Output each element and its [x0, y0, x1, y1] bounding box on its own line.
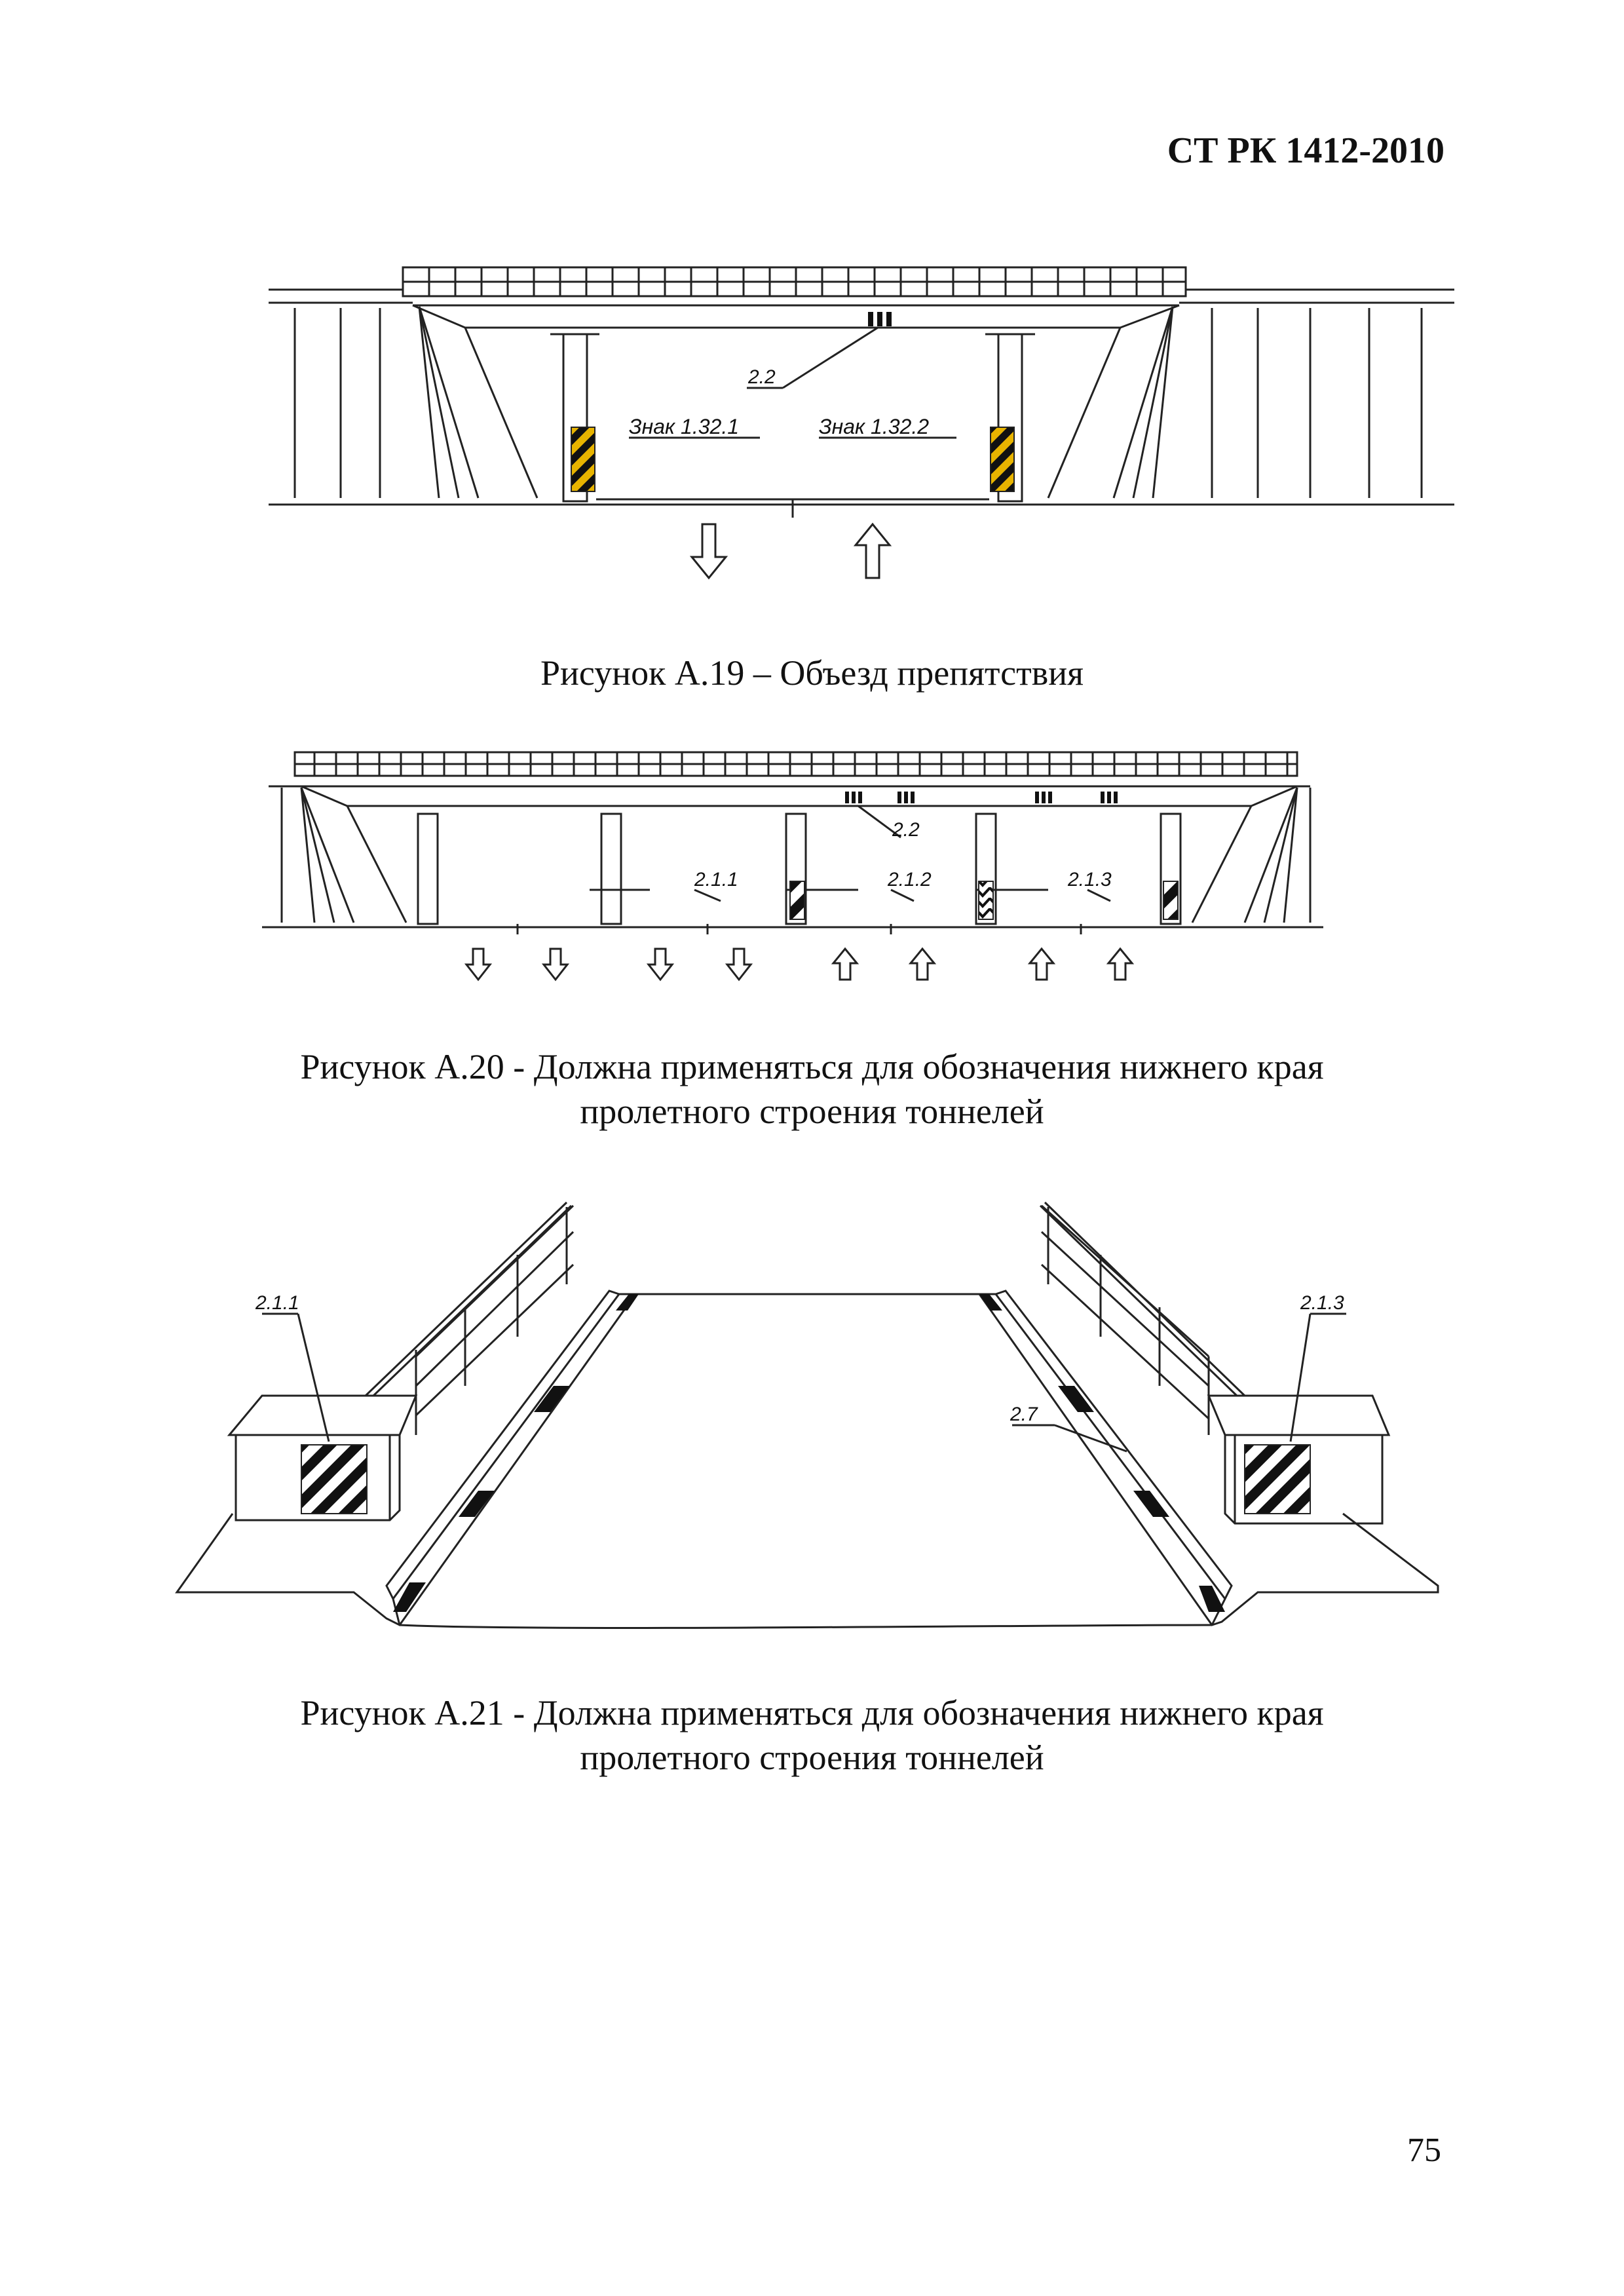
label-sign-1-32-1: Знак 1.32.1 — [629, 415, 739, 438]
figure-a20-caption-line1: Рисунок А.20 - Должна применяться для об… — [300, 1047, 1324, 1086]
label-2-7-fig21: 2.7 — [1010, 1404, 1038, 1425]
figure-a20-tunnel-drawing: 2.2 2.1.1 2.1.2 2.1.3 — [262, 751, 1323, 982]
figure-a21-caption-line1: Рисунок А.21 - Должна применяться для об… — [300, 1693, 1324, 1732]
figure-a21-perspective-drawing: 2.1.1 2.1.3 2.7 — [175, 1201, 1439, 1629]
document-code: СТ РК 1412-2010 — [1167, 130, 1445, 171]
figure-a19-caption: Рисунок А.19 – Объезд препятствия — [540, 653, 1084, 693]
figure-a20-caption-line2: пролетного строения тоннелей — [580, 1092, 1044, 1131]
figure-a19-bridge-drawing: 2.2 Знак 1.32.1 Знак 1.32.2 — [269, 266, 1454, 580]
label-2-2-fig20: 2.2 — [892, 819, 920, 841]
page-number: 75 — [1407, 2132, 1441, 2169]
label-2-1-2-fig20: 2.1.2 — [887, 869, 932, 890]
figure-a21-caption-line2: пролетного строения тоннелей — [580, 1738, 1044, 1777]
label-2-2: 2.2 — [747, 366, 776, 388]
label-2-1-3-fig21: 2.1.3 — [1300, 1292, 1344, 1314]
label-2-1-3-fig20: 2.1.3 — [1067, 869, 1112, 890]
label-2-1-1-fig21: 2.1.1 — [255, 1292, 299, 1314]
label-2-1-1-fig20: 2.1.1 — [694, 869, 738, 890]
label-sign-1-32-2: Знак 1.32.2 — [819, 415, 929, 438]
